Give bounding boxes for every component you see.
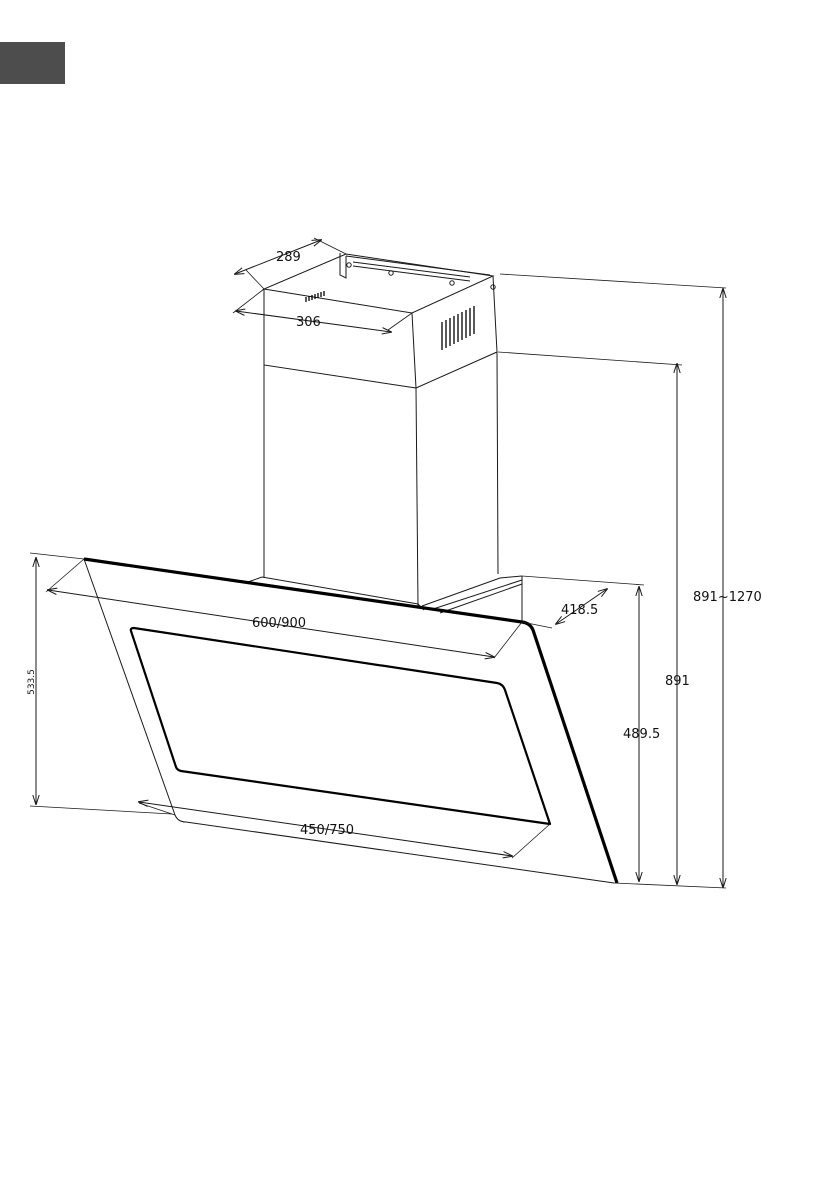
dim-glass-height: 533.5 [27,669,37,695]
dim-height-range: 891~1270 [693,590,762,605]
dim-chimney-width: 306 [296,315,321,330]
dim-hood-height: 489.5 [623,727,660,742]
dim-glass-bottom-width: 450/750 [300,823,354,838]
extension-lines [30,238,726,888]
dim-chimney-depth: 289 [276,250,301,265]
vent-grille-right [442,306,474,350]
dimension-lines [36,240,723,887]
dim-min-height: 891 [665,674,690,689]
dim-hood-width: 600/900 [252,616,306,631]
vent-grille-left [306,291,324,302]
lower-chimney [248,352,522,622]
dim-hood-depth: 418.5 [561,603,598,618]
